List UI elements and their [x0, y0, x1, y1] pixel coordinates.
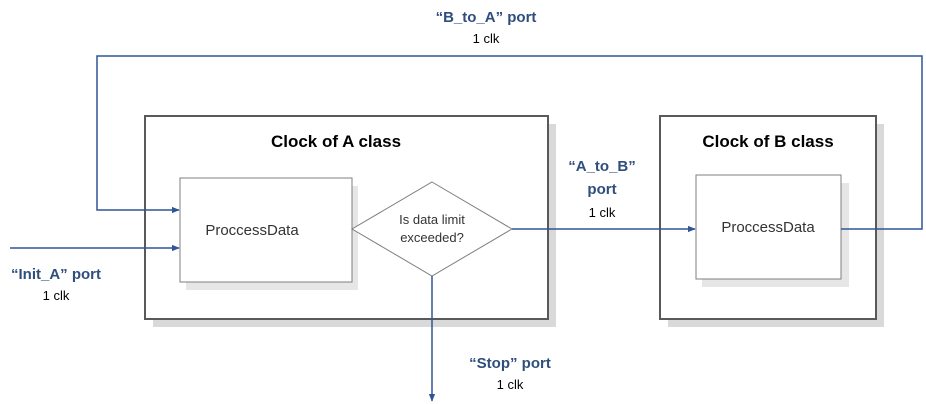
stop-port-name: “Stop” port: [469, 355, 551, 372]
init-a-port-clk: 1 clk: [43, 288, 70, 303]
b-to-a-port-name: “B_to_A” port: [436, 9, 537, 26]
decision-diamond: Is data limit exceeded?: [351, 181, 513, 277]
class-a-title: Clock of A class: [271, 132, 401, 151]
init-a-port-label: “Init_A” port 1 clk: [11, 266, 101, 303]
decision-label-line1: Is data limit: [399, 212, 465, 227]
a-to-b-port-name-line2: port: [587, 181, 616, 198]
process-b-box: ProccessData: [695, 174, 849, 287]
init-a-port-name: “Init_A” port: [11, 266, 101, 283]
stop-port-clk: 1 clk: [497, 377, 524, 392]
process-b-label: ProccessData: [721, 219, 815, 236]
stop-port-label: “Stop” port 1 clk: [469, 355, 551, 392]
b-to-a-wire: [96, 55, 923, 230]
class-b-title: Clock of B class: [702, 132, 833, 151]
a-to-b-port-name-line1: “A_to_B”: [568, 158, 636, 175]
decision-label-line2: exceeded?: [400, 230, 464, 245]
process-a-box: ProccessData: [179, 177, 358, 290]
b-to-a-port-label: “B_to_A” port 1 clk: [436, 9, 537, 46]
a-to-b-port-label: “A_to_B” port 1 clk: [568, 158, 636, 220]
a-to-b-port-clk: 1 clk: [589, 205, 616, 220]
process-a-label: ProccessData: [205, 222, 299, 239]
b-to-a-port-clk: 1 clk: [473, 31, 500, 46]
